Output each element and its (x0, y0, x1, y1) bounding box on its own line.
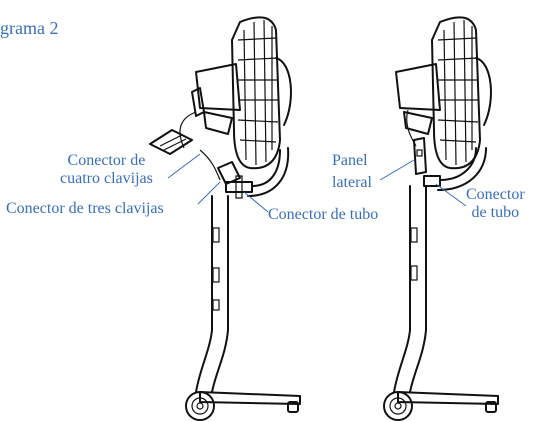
left-cable (179, 111, 197, 149)
tube-connector-left-label: Conector de tubo (268, 206, 379, 223)
four-pin-connector-label-line1: Conector de (67, 152, 146, 169)
left-fan (149, 16, 301, 421)
leader-four-pin (167, 153, 201, 179)
leader-tube-left (243, 191, 269, 213)
side-panel-label: Panel lateral (332, 150, 372, 194)
left-rear-caster (287, 401, 299, 413)
right-base (397, 391, 499, 405)
tube-connector-right-label-line2: de tubo (471, 204, 520, 221)
four-pin-plug (149, 129, 193, 155)
tube-connector-right-label-line1: Conector (466, 186, 525, 203)
left-fan-grill-back (275, 57, 292, 126)
three-pin-connector (217, 161, 241, 185)
left-base (199, 391, 301, 405)
diagram-title: grama 2 (0, 18, 59, 38)
four-pin-connector-label-line2: cuatro clavijas (60, 170, 153, 187)
three-pin-connector-label: Conector de tres clavijas (6, 200, 164, 217)
leader-three-pin (197, 181, 221, 205)
side-panel-shape (413, 137, 427, 175)
left-tube-connector (225, 181, 253, 193)
leader-lines (167, 153, 467, 213)
right-motor-housing (395, 63, 441, 111)
left-motor-housing (195, 63, 241, 111)
right-fan-head (431, 16, 481, 170)
right-front-wheel (383, 391, 413, 421)
right-fan (383, 16, 499, 421)
left-front-wheel (185, 391, 215, 421)
leader-side-panel (379, 159, 415, 181)
right-rear-caster (485, 401, 497, 413)
four-pin-connector-label: Conector de cuatro clavijas (60, 152, 153, 188)
left-fan-head (231, 16, 281, 170)
leader-tube-right (435, 183, 467, 207)
right-tube-connector (423, 175, 441, 187)
tube-connector-right-label: Conector de tubo (466, 186, 525, 222)
side-panel-label-line2: lateral (332, 174, 372, 191)
side-panel-label-line1: Panel (332, 152, 368, 169)
